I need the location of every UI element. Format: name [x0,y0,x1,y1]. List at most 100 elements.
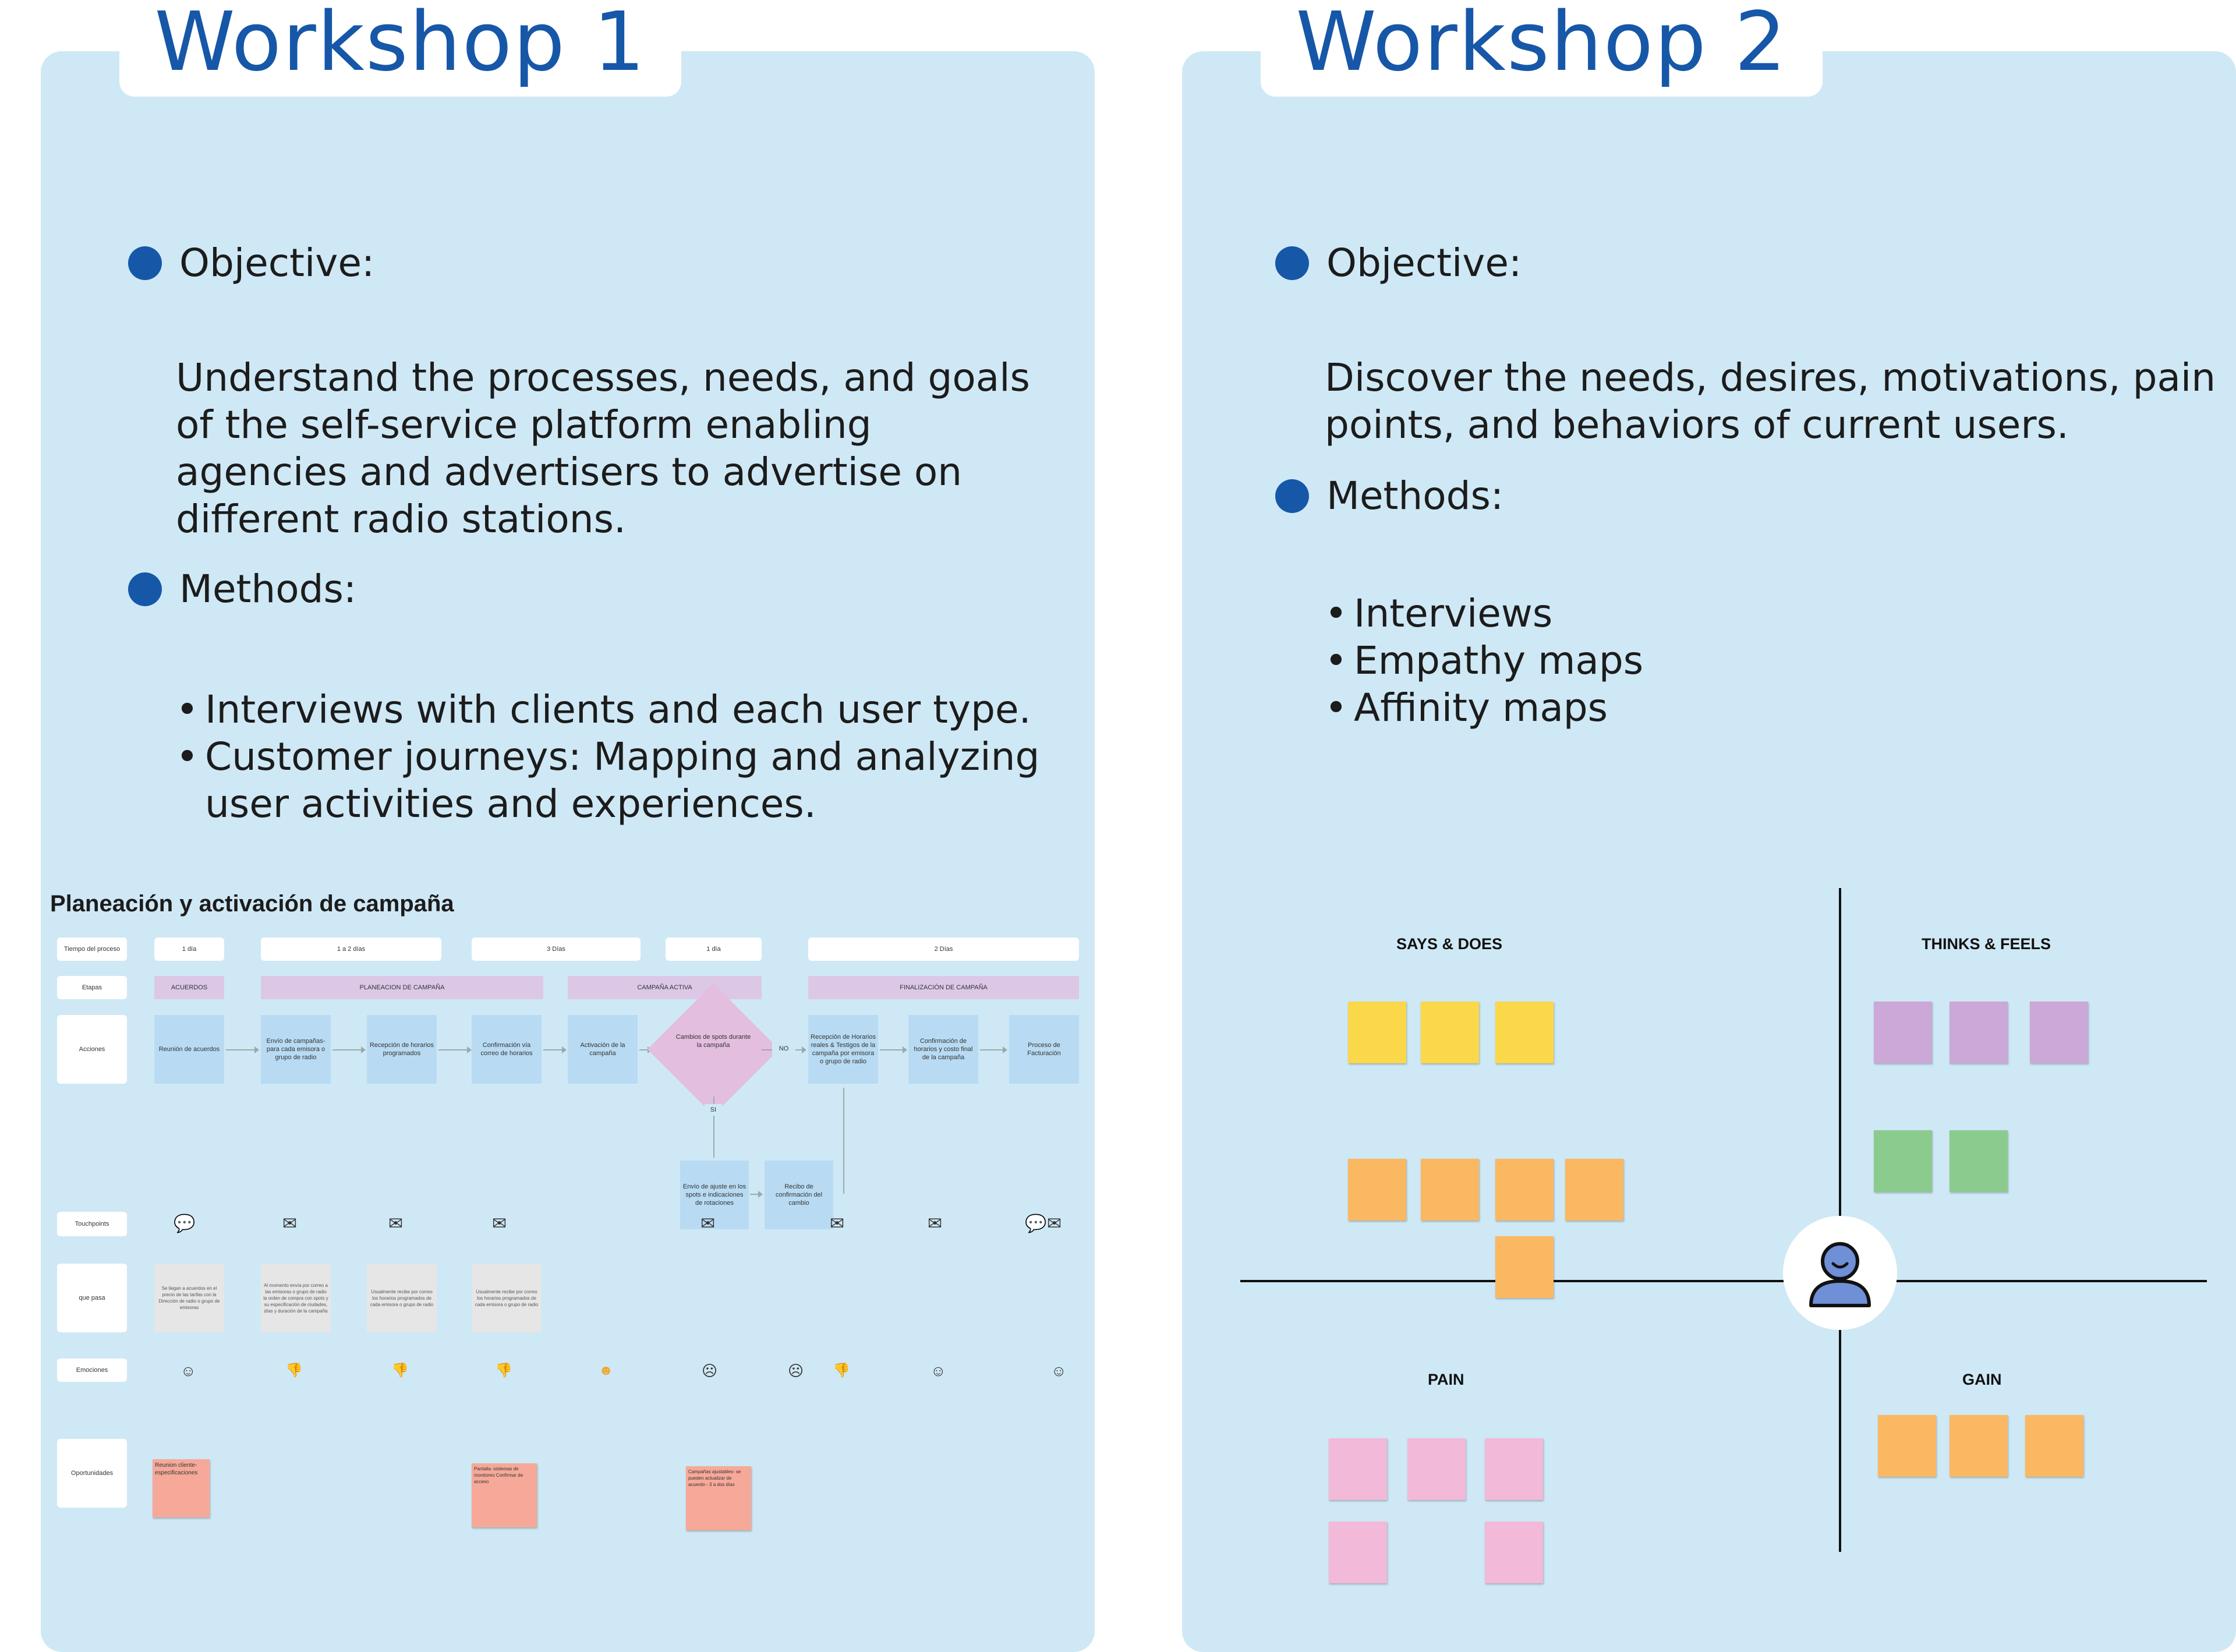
method-item-text: user activities and experiences. [205,781,816,826]
sticky-note [1329,1438,1387,1500]
sticky-note [1348,1159,1406,1221]
sticky-note [1407,1438,1466,1500]
sticky-note [1329,1522,1387,1583]
action-cell: Activación de la campaña [568,1015,638,1084]
user-avatar-icon [1809,1242,1871,1307]
que-pasa-card: Usualmente recibe por correo los horario… [367,1264,437,1332]
objective-line: Discover the needs, desires, motivations… [1325,355,2216,400]
smile-icon: ☺ [1051,1362,1067,1379]
method-item-continued: user activities and experiences. [176,780,1039,827]
flow-line-up [843,1088,844,1194]
que-pasa-card: Se llegan a acuerdos en el precio de las… [154,1264,224,1332]
objective-text: Understand the processes, needs, and goa… [176,354,1030,543]
row-label-emotions: Emociones [57,1359,127,1382]
sticky-note [1485,1438,1543,1500]
mail-icon: ✉ [492,1214,507,1233]
emoji-icon: ☻ [599,1363,614,1378]
flow-arrow [880,1046,907,1053]
sticky-note [1950,1002,2008,1063]
sticky-note [1495,1236,1554,1298]
chat-icon: 💬 [174,1214,196,1233]
objective-line: of the self-service platform enabling [176,402,872,447]
method-item: Interviews with clients and each user ty… [176,686,1039,733]
sticky-note [1421,1002,1479,1063]
bullet-dot-icon [1275,246,1309,280]
sticky-note [1495,1159,1554,1221]
sticky-note [1874,1002,1932,1063]
mail-icon: ✉ [830,1214,845,1233]
methods-heading: Methods: [1275,473,1503,518]
thumbs-down-icon: 👎 [391,1363,409,1378]
sticky-note [1348,1002,1406,1063]
thumbs-down-icon: 👎 [285,1363,303,1378]
row-label-que-pasa: que pasa [57,1264,127,1332]
sticky-note [1565,1159,1623,1221]
neutral-face-icon: ☹ [702,1362,718,1379]
objective-line: Understand the processes, needs, and goa… [176,355,1030,400]
objective-line: points, and behaviors of current users. [1325,402,2069,447]
workshop-1-tab: Workshop 1 [119,0,681,97]
method-item: Empathy maps [1325,637,1643,684]
mail-icon: ✉ [282,1214,298,1233]
sticky-note [1874,1130,1932,1192]
flow-arrow [543,1046,567,1053]
sticky-note [1950,1130,2008,1192]
methods-label: Methods: [1326,473,1504,518]
mail-icon: ✉ [700,1214,716,1233]
workshop-2-panel: Workshop 2 Objective: Discover the needs… [1182,0,2236,1652]
stage-cell: ACUERDOS [154,976,224,999]
method-item: Customer journeys: Mapping and analyzing [176,733,1039,780]
opportunity-sticky: Reunion cliente- especificaciones [153,1459,210,1517]
objective-label: Objective: [1326,240,1522,285]
que-pasa-card: Al momento envía por correo a las emisor… [261,1264,331,1332]
flow-line-down [713,1096,714,1158]
flow-arrow [980,1046,1007,1053]
mail-icon: ✉ [388,1214,404,1233]
workshop-1-panel: Workshop 1 Objective: Understand the pro… [41,0,1095,1652]
sticky-note [1950,1415,2008,1477]
journey-map-title: Planeación y activación de campaña [50,891,454,917]
time-cell: 1 día [154,938,224,961]
time-cell: 1 a 2 días [261,938,441,961]
opportunity-sticky: Campañas ajustables- se pueden actualiza… [686,1466,751,1530]
decision-diamond [647,983,780,1116]
mail-icon: ✉ [928,1214,943,1233]
sticky-note [1485,1522,1543,1583]
decision-no-label: NO [772,1041,795,1056]
sticky-note [2030,1002,2088,1063]
chat-icon: 💬 [1025,1214,1047,1233]
flow-arrow [438,1046,472,1053]
method-item: Affinity maps [1325,684,1643,731]
stage-cell: FINALIZACIÓN DE CAMPAÑA [808,976,1079,999]
method-item: Interviews [1325,590,1643,637]
bullet-dot-icon [128,572,162,606]
bullet-dot-icon [1275,479,1309,513]
row-label-stages: Etapas [57,976,127,999]
thumbs-down-icon: 👎 [833,1363,850,1378]
row-label-actions: Acciones [57,1015,127,1084]
row-label-opportunities: Oportunidades [57,1439,127,1508]
says-does-label: SAYS & DOES [1396,935,1503,953]
objective-text: Discover the needs, desires, motivations… [1325,354,2216,448]
methods-list: Interviews Empathy maps Affinity maps [1325,590,1643,731]
smile-icon: ☺ [931,1362,946,1379]
objective-heading: Objective: [128,240,374,285]
gain-label: GAIN [1962,1371,2002,1388]
sub-action-cell: Envío de ajuste en los spots e indicacio… [680,1161,749,1229]
opportunity-sticky: Pantalla -sistemas de monitoreo Confirma… [472,1463,537,1527]
objective-label: Objective: [179,240,375,285]
action-cell: Reunión de acuerdos [154,1015,224,1084]
action-cell: Recepción de Horarios reales & Testigos … [808,1015,878,1084]
time-cell: 3 Días [472,938,641,961]
sub-action-cell: Recibo de confirmación del cambio [765,1161,833,1229]
stage-cell: CAMPAÑA ACTIVA [568,976,762,999]
journey-map: Tiempo del proceso Etapas Acciones Touch… [41,51,1095,1652]
stage-cell: PLANEACION DE CAMPAÑA [261,976,543,999]
bullet-dot-icon [128,246,162,280]
que-pasa-card: Usualmente recibe por correo los horario… [472,1264,542,1332]
objective-line: different radio stations. [176,497,626,542]
row-label-time: Tiempo del proceso [57,938,127,961]
action-cell: Confirmación vía correo de horarios [472,1015,542,1084]
mail-icon: ✉ [1047,1214,1062,1233]
flow-arrow [332,1046,366,1053]
